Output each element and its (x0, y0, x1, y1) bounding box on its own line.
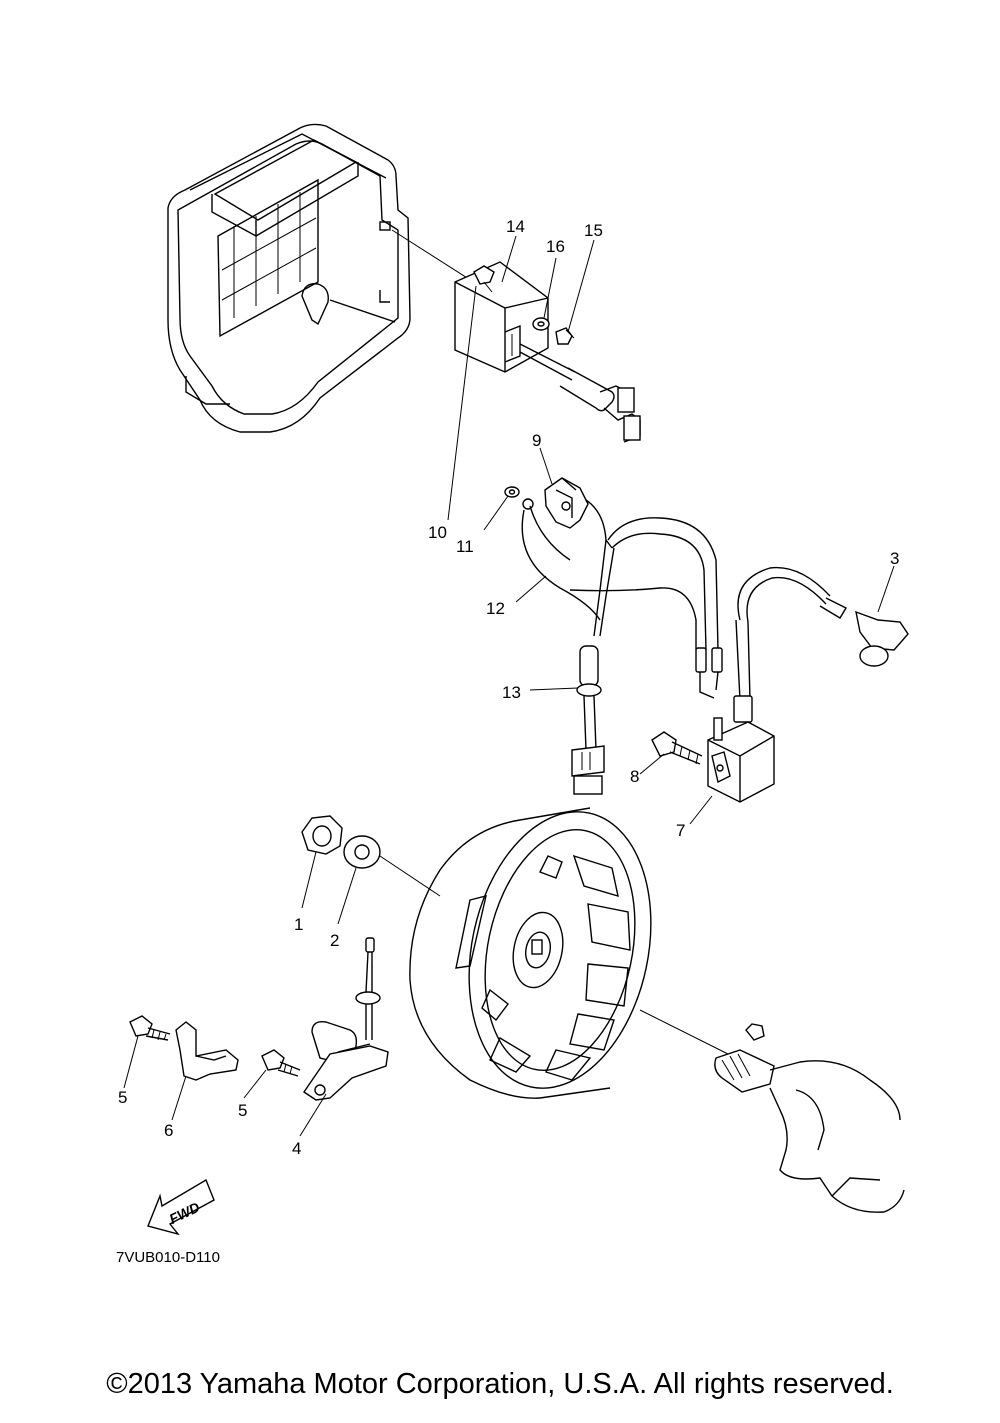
callout-labels: 1 2 3 4 5 5 6 7 8 9 10 11 12 13 14 15 16 (118, 217, 899, 1158)
washer-16 (532, 317, 550, 331)
bolt-8 (651, 731, 703, 765)
bolt-5b (261, 1049, 301, 1077)
callout-5b: 5 (238, 1101, 247, 1120)
lead-wire-12 (521, 498, 601, 621)
callout-9: 9 (532, 431, 541, 450)
washer-2 (343, 835, 441, 897)
callout-12: 12 (486, 599, 505, 618)
callout-8: 8 (630, 767, 639, 786)
callout-14: 14 (506, 217, 525, 236)
harness-wires (569, 517, 723, 673)
cdi-unit (391, 229, 641, 443)
screw-15 (555, 327, 575, 345)
washer-11 (504, 486, 520, 498)
callout-4: 4 (292, 1139, 301, 1158)
crankshaft (714, 1023, 905, 1213)
flywheel-rotor (409, 807, 741, 1099)
fwd-arrow-icon: FWD (147, 1178, 215, 1236)
bolt-10 (473, 265, 495, 293)
pickup-coil-9 (544, 477, 613, 549)
callout-13: 13 (502, 683, 521, 702)
callout-3: 3 (890, 549, 899, 568)
callout-16: 16 (546, 237, 565, 256)
bracket-6 (175, 1021, 239, 1081)
bolt-5a (129, 1015, 171, 1041)
callout-6: 6 (164, 1121, 173, 1140)
diagram-code: 7VUB010-D110 (116, 1249, 220, 1266)
callout-10: 10 (428, 523, 447, 542)
callout-7: 7 (676, 821, 685, 840)
leader-lines (123, 235, 895, 1137)
callout-2: 2 (330, 931, 339, 950)
callout-5a: 5 (118, 1088, 127, 1107)
callout-11: 11 (456, 537, 474, 556)
pulser-coil-4 (303, 937, 389, 1101)
callout-15: 15 (584, 221, 603, 240)
housing-cover (167, 123, 411, 433)
plug-cap-3 (737, 566, 909, 667)
callout-1: 1 (294, 915, 303, 934)
grommet-wire-13 (571, 645, 605, 795)
copyright-notice: ©2013 Yamaha Motor Corporation, U.S.A. A… (106, 1368, 894, 1400)
ignition-coil-7 (699, 619, 775, 803)
nut-1 (301, 815, 343, 855)
